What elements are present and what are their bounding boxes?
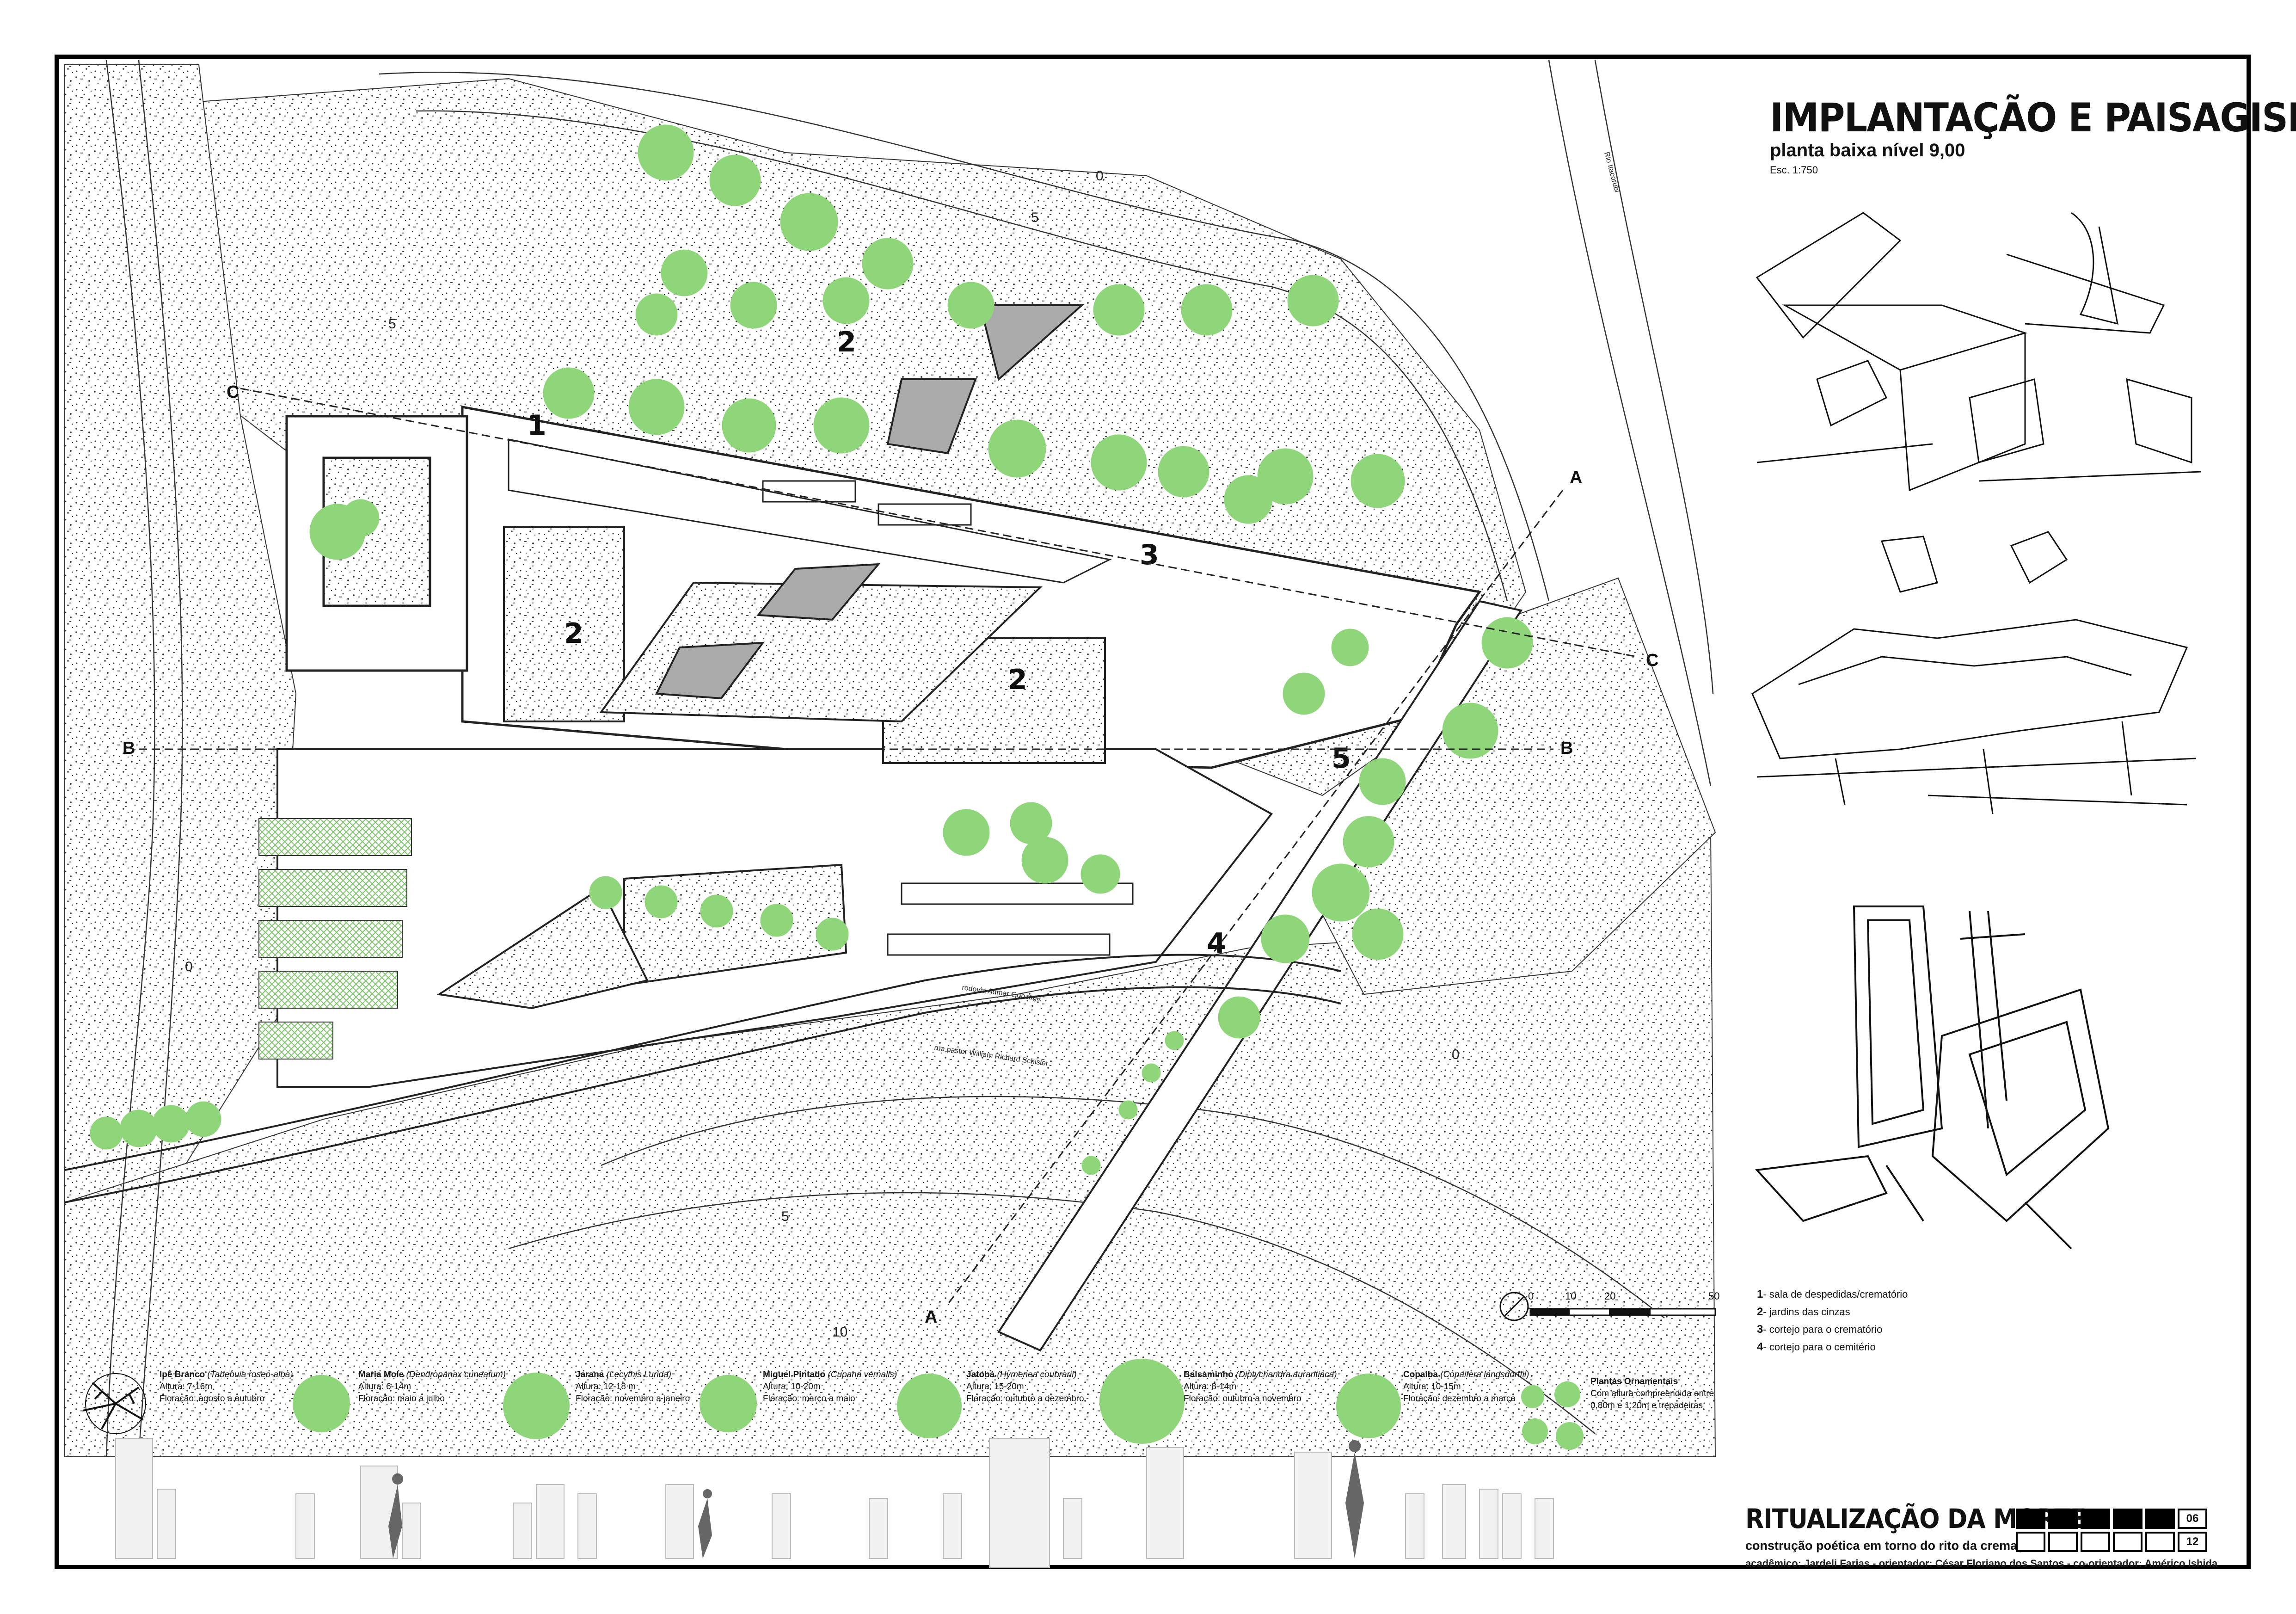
plant-balsaminho: Balsaminho (Diptychandra aurantiaca)Altu… bbox=[1184, 1370, 1337, 1404]
road bbox=[64, 954, 1341, 1171]
project-credits: acadêmico: Jardeli Farias - orientador: … bbox=[1745, 1558, 2218, 1569]
tree-icon bbox=[897, 1374, 962, 1438]
section-b-right: B bbox=[1560, 739, 1573, 758]
svg-text:5: 5 bbox=[781, 1209, 789, 1224]
legend-item-3: 3- cortejo para o crematório bbox=[1757, 1323, 1883, 1336]
tree-icon bbox=[1336, 1374, 1401, 1438]
plant-copaiba: Copaiba (Copaifera langsdorffii)Altura: … bbox=[1403, 1370, 1529, 1404]
site-plan: 1 2 2 2 3 4 5 A A B B C C 0 5 5 0 5 10 0… bbox=[64, 60, 1716, 1457]
zone-2c-label: 2 bbox=[1008, 664, 1027, 696]
north-arrow-icon bbox=[1499, 1292, 1529, 1321]
svg-text:5: 5 bbox=[1031, 210, 1039, 225]
sketch-2 bbox=[1751, 531, 2197, 814]
zone-1-label: 1 bbox=[527, 409, 546, 442]
zone-5-label: 5 bbox=[1332, 742, 1351, 775]
section-a-bottom: A bbox=[925, 1307, 937, 1327]
tree-icon bbox=[1099, 1359, 1185, 1444]
monoliths-row bbox=[115, 1438, 1554, 1568]
svg-text:0: 0 bbox=[1452, 1047, 1460, 1062]
plant-miguel: Miguel Pintado (Cupana vernalis)Altura: … bbox=[763, 1370, 897, 1404]
scale-label-20: 20 bbox=[1604, 1290, 1616, 1302]
sketch-3 bbox=[1755, 906, 2110, 1250]
page-title: IMPLANTAÇÃO E PAISAGISMO bbox=[1770, 95, 2296, 141]
sheet-indicator bbox=[2016, 1509, 2207, 1552]
sketch-1 bbox=[1756, 212, 2201, 492]
zone-2a-label: 2 bbox=[837, 326, 856, 358]
section-c-left: C bbox=[227, 382, 239, 402]
sheet-number: 06 bbox=[2186, 1512, 2199, 1525]
tree-icon bbox=[503, 1373, 570, 1439]
zone-4-label: 4 bbox=[1207, 927, 1226, 960]
program-legend: 1- sala de despedidas/crematório 2- jard… bbox=[1757, 1286, 1908, 1356]
plant-ipe: Ipê Branco (Tabebuia roseo-alba)Altura: … bbox=[160, 1370, 293, 1404]
scale-text: Esc. 1:750 bbox=[1770, 164, 1818, 176]
project-subtitle: construção poética em torno do rito da c… bbox=[1745, 1539, 2039, 1552]
section-c-right: C bbox=[1646, 651, 1658, 670]
scale-label-50: 50 bbox=[1708, 1290, 1720, 1302]
legend-item-1: 1- sala de despedidas/crematório bbox=[1757, 1288, 1908, 1300]
svg-text:0: 0 bbox=[185, 959, 193, 974]
zone-2b-label: 2 bbox=[564, 617, 583, 650]
section-b-left: B bbox=[123, 739, 135, 758]
scale-label-0: 0 bbox=[1528, 1290, 1534, 1302]
plant-maria-mole: Maria Mole (Dendropanax cuneatum)Altura:… bbox=[358, 1370, 506, 1404]
page-subtitle: planta baixa nível 9,00 bbox=[1770, 140, 1965, 160]
bare-tree-icon bbox=[83, 1373, 146, 1434]
ornamental-plants-icon bbox=[1521, 1381, 1584, 1450]
svg-text:5: 5 bbox=[388, 316, 396, 332]
tree-icon bbox=[700, 1375, 757, 1432]
plant-jatoba: Jatobá (Hymenea coubraril)Altura: 15-20m… bbox=[966, 1370, 1084, 1404]
scale-label-10: 10 bbox=[1565, 1290, 1577, 1302]
legend-item-2: 2- jardins das cinzas bbox=[1757, 1306, 1850, 1318]
scale-bar bbox=[1529, 1308, 1716, 1316]
section-a-top: A bbox=[1570, 468, 1582, 487]
svg-text:0: 0 bbox=[1096, 168, 1104, 184]
tree-icon bbox=[293, 1375, 350, 1432]
svg-text:10: 10 bbox=[832, 1324, 847, 1340]
sheet-total: 12 bbox=[2186, 1535, 2199, 1548]
zone-3-label: 3 bbox=[1140, 539, 1159, 571]
legend-item-4: 4- cortejo para o cemitério bbox=[1757, 1341, 1876, 1353]
sheet-frame bbox=[55, 55, 2251, 1569]
river-label: Rio Itacorubi bbox=[1602, 151, 1621, 193]
